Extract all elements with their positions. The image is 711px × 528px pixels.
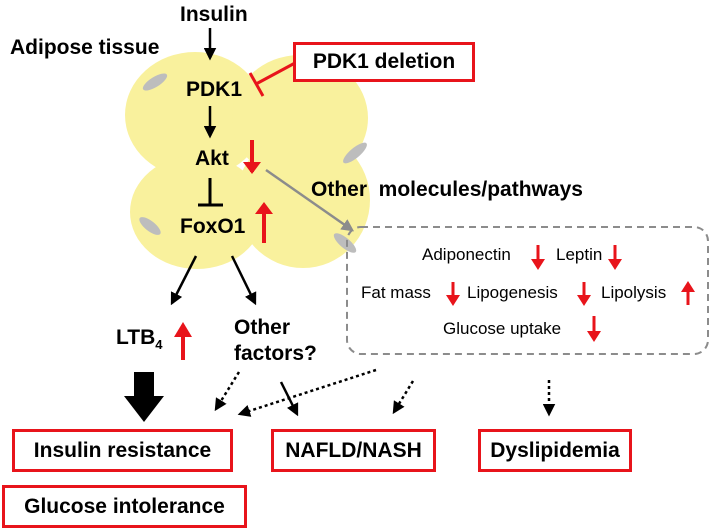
other-factors-line2: factors? xyxy=(234,342,317,365)
other-pathways-box xyxy=(346,226,709,355)
glucose-intolerance-box: Glucose intolerance xyxy=(2,485,247,528)
adipocyte-cluster xyxy=(125,52,370,269)
ltb4-to-insulin-resistance-arrow xyxy=(124,372,164,422)
insulin-resistance-box: Insulin resistance xyxy=(12,429,233,472)
pdk1-deletion-inhibitor-icon xyxy=(248,61,296,97)
akt-inhibits-foxo1-icon xyxy=(198,178,223,207)
akt-label: Akt xyxy=(195,147,229,170)
lipogenesis-label: Lipogenesis xyxy=(467,283,558,302)
fat-mass-label: Fat mass xyxy=(361,283,431,302)
other-pathways-label: Other molecules/pathways xyxy=(311,178,583,201)
ltb4-label: LTB4 xyxy=(116,326,163,353)
lipolysis-label: Lipolysis xyxy=(601,283,667,302)
other-factors-line1: Other xyxy=(234,316,291,339)
glucose-uptake-label: Glucose uptake xyxy=(443,319,562,338)
dyslipidemia-box: Dyslipidemia xyxy=(478,429,632,472)
leptin-label: Leptin xyxy=(556,245,603,264)
foxo1-to-other-factors-arrow xyxy=(230,255,257,306)
nafld-nash-box: NAFLD/NASH xyxy=(271,429,436,472)
nucleus-icon xyxy=(142,73,168,91)
insulin-label: Insulin xyxy=(180,3,248,26)
pathways-to-insulin-resistance-dotted-arrow xyxy=(237,368,377,417)
pathways-to-nafld-dotted-arrow xyxy=(392,380,415,415)
adipose-tissue-label: Adipose tissue xyxy=(10,36,160,59)
foxo1-to-ltb4-arrow xyxy=(170,255,198,306)
nucleus-icon xyxy=(343,142,367,164)
foxo1-label: FoxO1 xyxy=(180,215,246,238)
adiponectin-label: Adiponectin xyxy=(422,245,511,264)
nucleus-icon xyxy=(333,233,357,253)
adipocyte-bottom-left xyxy=(130,155,264,269)
pdk1-deletion-box: PDK1 deletion xyxy=(293,42,475,82)
akt-to-other-pathways-arrow xyxy=(265,168,355,232)
other-factors-dotted-arrow xyxy=(214,371,241,412)
ltb4-subscript: 4 xyxy=(155,337,163,353)
pdk1-label: PDK1 xyxy=(186,78,243,101)
nucleus-icon xyxy=(139,217,161,235)
